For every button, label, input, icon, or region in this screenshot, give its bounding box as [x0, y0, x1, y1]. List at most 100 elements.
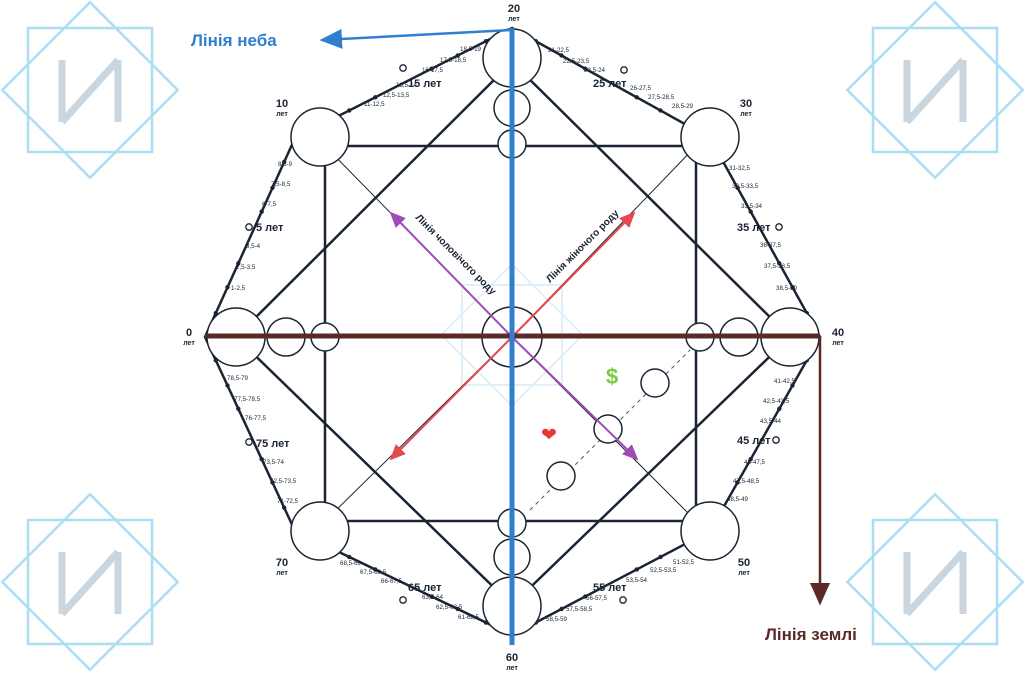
- age-dot: [270, 185, 275, 190]
- age-dot: [559, 606, 564, 612]
- age-range-label: 2,5-3,5: [236, 264, 256, 271]
- age-dot: [429, 594, 434, 599]
- age-range-label: 6-7,5: [262, 201, 277, 208]
- age-range-label: 58,5-59: [546, 616, 568, 623]
- age-10-unit: лет: [276, 111, 288, 118]
- heart-icon: ❤: [541, 425, 557, 446]
- age-range-label: 7,5-8,5: [271, 181, 291, 188]
- age-dot: [225, 383, 230, 388]
- age-10: 10: [276, 98, 288, 110]
- age-range-label: 57,5-58,5: [566, 606, 593, 613]
- age-dot: [236, 406, 241, 411]
- age-50-unit: лет: [738, 570, 750, 577]
- age-dot: [559, 53, 564, 58]
- age-markers: 20 лет 30 лет 40 лет 50 лет 60 лет 70 ле…: [183, 3, 844, 672]
- sky-line-label: Лінія неба: [191, 31, 277, 50]
- male-line-arrow-down: [511, 336, 639, 461]
- milestone-35: 35 лет: [737, 222, 771, 234]
- age-dot: [790, 383, 795, 388]
- age-range-label: 33,5-34: [741, 203, 763, 210]
- male-line-arrow-up: [389, 211, 513, 338]
- milestone-75: 75 лет: [256, 438, 290, 450]
- age-dot: [748, 457, 753, 462]
- age-dot: [347, 108, 352, 113]
- watermark-logo: [0, 0, 180, 180]
- female-line-arrow-down: [389, 336, 513, 461]
- age-dot: [373, 567, 378, 572]
- age-dot: [748, 209, 753, 214]
- age-range-label: 26-27,5: [630, 85, 652, 92]
- age-dot: [634, 95, 639, 100]
- age-range-label: 61-62,5: [458, 614, 480, 621]
- age-range-label: 37,5-38,5: [764, 263, 791, 270]
- age-dot: [259, 209, 264, 214]
- age-range-label: 27,5-28,5: [648, 94, 675, 101]
- milestone-rings: [245, 64, 783, 604]
- age-dot: [455, 53, 460, 58]
- age-40-unit: лет: [832, 340, 844, 347]
- milestone-25: 25 лет: [593, 78, 627, 90]
- milestone-55: 55 лет: [593, 582, 627, 594]
- age-0: 0: [186, 327, 192, 339]
- age-range-label: 22,5-23,5: [563, 58, 590, 65]
- age-range-label: 41-42,5: [774, 378, 796, 385]
- age-range-label: 56-57,5: [586, 595, 608, 602]
- age-dot: [658, 108, 663, 113]
- age-range-label: 11-12,5: [364, 101, 385, 108]
- sky-line-arrow: [319, 28, 513, 49]
- age-dot: [236, 261, 241, 266]
- age-range-label: 52,5-53,5: [650, 567, 677, 574]
- milestone-labels: 5 лет 15 лет 25 лет 35 лет 45 лет 55 лет…: [256, 78, 771, 594]
- watermark-logo: [845, 0, 1024, 180]
- age-range-label: 71-72,5: [277, 498, 299, 505]
- age-range-label: 78,5-79: [227, 375, 249, 382]
- age-range-label: 8,5-9: [278, 161, 293, 168]
- age-range-label: 13,5-14: [396, 82, 418, 89]
- age-range-label: 46-47,5: [744, 459, 766, 466]
- age-60-unit: лет: [506, 665, 518, 672]
- age-range-label: 73,5-74: [263, 459, 285, 466]
- dollar-icon: $: [606, 364, 618, 389]
- age-20: 20: [508, 3, 520, 15]
- age-30: 30: [740, 98, 752, 110]
- age-range-label: 47,5-48,5: [733, 478, 760, 485]
- age-dot: [455, 606, 460, 612]
- age-30-unit: лет: [740, 111, 752, 118]
- age-20-unit: лет: [508, 16, 520, 23]
- age-range-label: 3,5-4: [246, 243, 261, 250]
- milestone-65: 65 лет: [408, 582, 442, 594]
- age-range-label: 67,5-68,5: [360, 569, 387, 576]
- age-range-label: 38,5-39: [776, 285, 798, 292]
- age-range-label: 66-67,5: [381, 578, 403, 585]
- age-70: 70: [276, 557, 288, 569]
- age-range-label: 68,5-69: [340, 560, 362, 567]
- age-range-label: 36-37,5: [760, 242, 782, 249]
- milestone-5: 5 лет: [256, 222, 284, 234]
- age-range-label: 62,5-63,5: [436, 604, 463, 611]
- female-line-arrow-up: [511, 211, 636, 338]
- milestone-45: 45 лет: [737, 435, 771, 447]
- age-range-label: 28,5-29: [672, 103, 694, 110]
- age-range-label: 12,5-13,5: [383, 92, 410, 99]
- age-50: 50: [738, 557, 750, 569]
- age-range-labels: 1-2,5 2,5-3,5 3,5-4 6-7,5 7,5-8,5 8,5-9 11-12,…: [227, 46, 798, 623]
- age-range-label: 31-32,5: [729, 165, 751, 172]
- age-range-label: 53,5-54: [626, 577, 648, 584]
- watermark-logo: [845, 492, 1024, 672]
- age-dot: [777, 406, 782, 411]
- age-70-unit: лет: [276, 570, 288, 577]
- age-range-label: 76-77,5: [245, 415, 267, 422]
- age-dot: [777, 261, 782, 266]
- age-dot: [735, 185, 740, 190]
- age-range-label: 1-2,5: [231, 285, 246, 292]
- female-line-label: Лінія жіночого роду: [544, 208, 621, 285]
- age-range-label: 17,5-18,5: [440, 57, 467, 64]
- earth-line-label: Лінія землі: [765, 625, 857, 644]
- age-dot: [225, 285, 230, 290]
- age-dot: [634, 567, 639, 572]
- age-dot: [282, 159, 287, 165]
- age-range-label: 77,5-78,5: [234, 396, 261, 403]
